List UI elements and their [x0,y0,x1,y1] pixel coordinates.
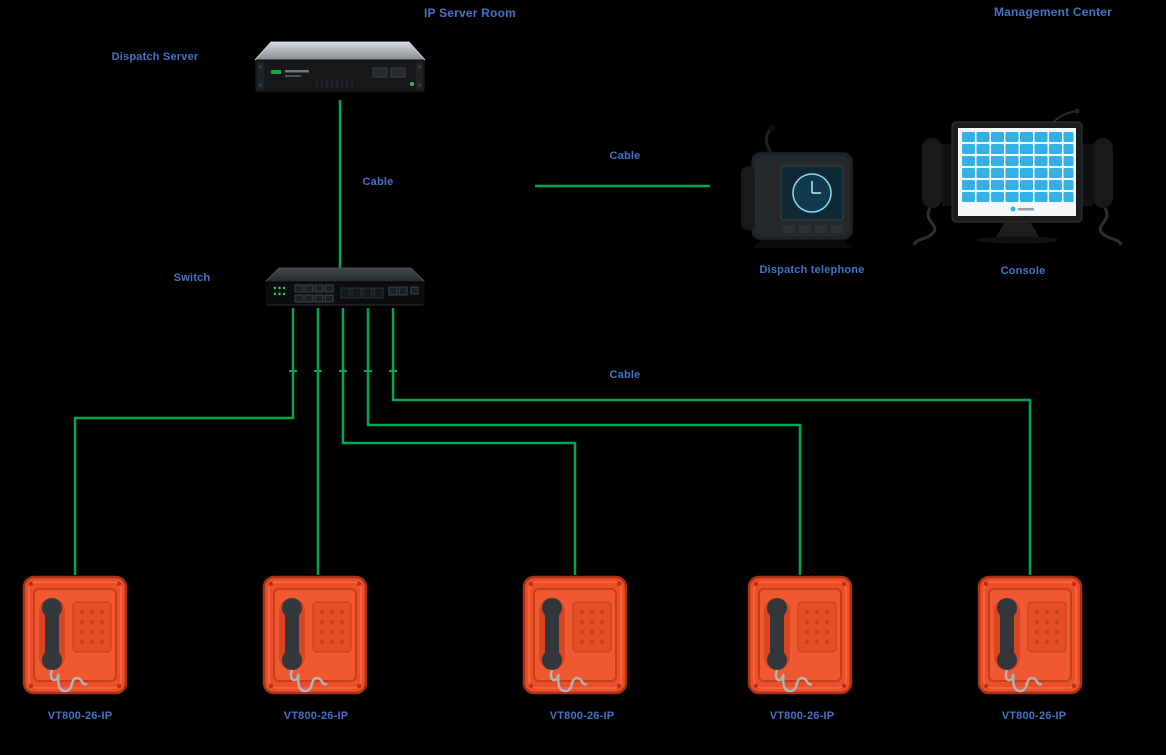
cable-label-dispatch: Cable [609,150,641,162]
weatherproof-phone-5-icon [976,574,1084,698]
weatherproof-phone-1-icon [21,574,129,698]
dispatch-telephone-label: Dispatch telephone [759,264,865,276]
cable-label-phones: Cable [609,369,641,381]
cable-to-phone-3 [341,308,577,575]
dispatch-telephone-icon [735,122,865,252]
weatherproof-phone-4-icon [746,574,854,698]
cable-to-phone-1 [73,308,295,575]
phone-2-label: VT800-26-IP [283,710,349,722]
rack-server-icon [255,40,425,102]
cable-label-server-switch: Cable [362,176,394,188]
zone-title-server-room: IP Server Room [424,6,516,20]
cable-to-phone-4 [366,308,802,575]
console-label: Console [1000,265,1046,277]
phone-5-label: VT800-26-IP [1001,710,1067,722]
weatherproof-phone-3-icon [521,574,629,698]
zone-title-management-center: Management Center [993,5,1113,19]
switch-label: Switch [173,272,211,284]
phone-3-label: VT800-26-IP [549,710,615,722]
console-icon [900,108,1135,250]
switch-icon [265,266,425,312]
phone-1-label: VT800-26-IP [47,710,113,722]
dispatch-server-label: Dispatch Server [111,51,199,63]
phone-4-label: VT800-26-IP [769,710,835,722]
weatherproof-phone-2-icon [261,574,369,698]
cable-to-phone-5 [391,308,1032,575]
